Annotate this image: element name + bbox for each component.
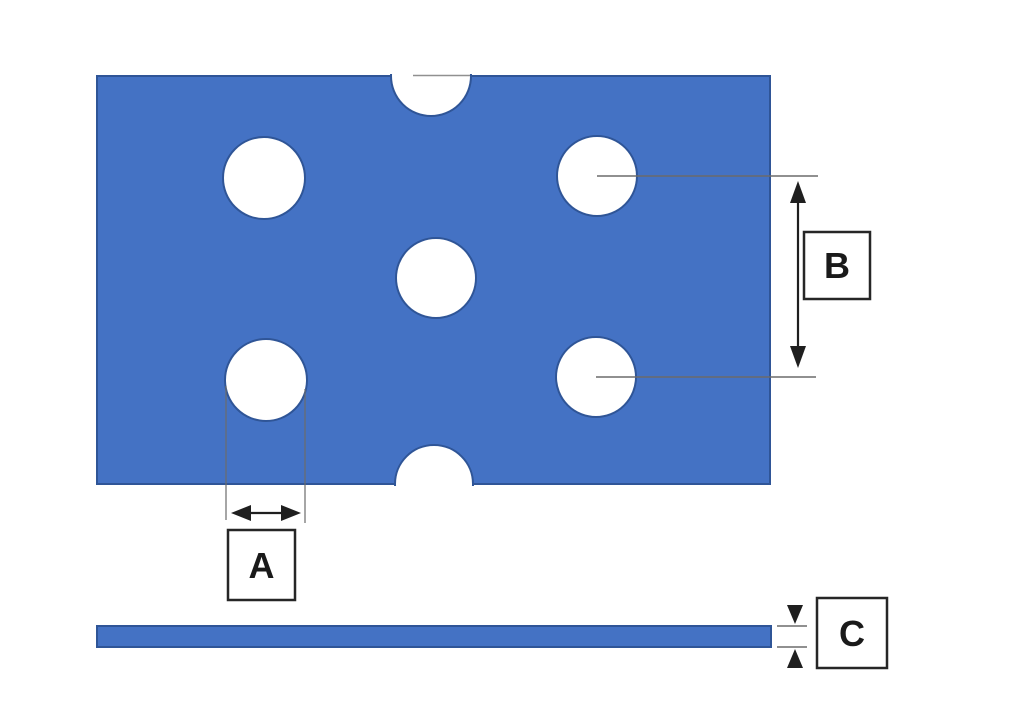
dim-b-arrowhead-up-icon	[790, 181, 806, 203]
label-a: A	[249, 545, 275, 586]
hole-top-left	[222, 136, 306, 220]
dim-b-arrowhead-down-icon	[790, 346, 806, 368]
label-box-a	[226, 528, 297, 602]
plate-top-view-group	[96, 74, 771, 486]
dim-c-arrowhead-down-icon	[787, 605, 803, 624]
dim-a-arrowhead-right-icon	[281, 505, 301, 521]
label-box-c	[815, 596, 889, 670]
dim-c-arrowhead-up-icon	[787, 649, 803, 668]
dim-a-arrowhead-left-icon	[231, 505, 251, 521]
hole-center	[395, 237, 477, 319]
dimension-a-group: A	[225, 386, 306, 602]
dimension-c-group: C	[777, 596, 889, 670]
label-b: B	[824, 245, 850, 286]
edge-notch-bottom	[394, 444, 474, 486]
label-box-b	[802, 230, 872, 301]
edge-notch-top	[390, 74, 472, 117]
plate-side-view	[96, 625, 772, 648]
label-c: C	[839, 613, 865, 654]
dimension-b-group: B	[596, 175, 872, 378]
plate-side-view-group	[96, 625, 772, 648]
hole-bottom-left	[224, 338, 308, 422]
